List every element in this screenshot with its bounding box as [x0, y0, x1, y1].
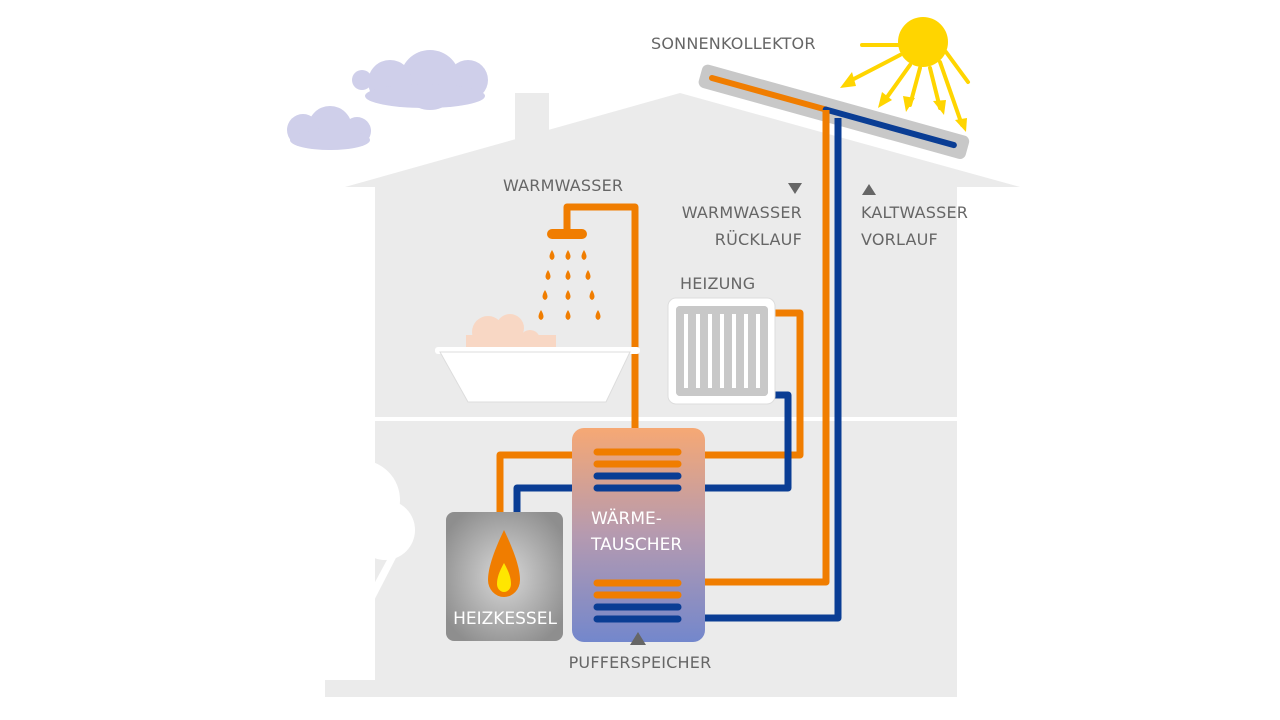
sun-icon: [840, 17, 970, 132]
buffer-label: PUFFERSPEICHER: [569, 653, 712, 672]
radiator-icon: [667, 297, 776, 405]
solar-collector: [698, 64, 970, 159]
triangle-down-icon: [788, 183, 802, 194]
return-label-1: WARMWASSER: [682, 203, 802, 222]
heat-coil-top: [593, 448, 682, 492]
hot-pipe-heating: [700, 309, 804, 459]
floor-divider: [375, 417, 957, 421]
return-label-2: RÜCKLAUF: [715, 230, 802, 249]
cold-pipe-heating: [700, 391, 792, 492]
triangle-up-icon: [862, 184, 876, 195]
bathtub-icon: [435, 314, 640, 403]
collector-label: SONNENKOLLEKTOR: [651, 34, 816, 53]
hot-pipe-boiler: [496, 451, 578, 515]
boiler-label: HEIZKESSEL: [453, 609, 557, 629]
exchanger-label-2: TAUSCHER: [590, 535, 682, 555]
hot-pipe-shower: [563, 203, 639, 432]
cloud-icon: [287, 106, 371, 150]
cold-pipe-boiler: [513, 484, 578, 515]
supply-label-2: VORLAUF: [861, 230, 938, 249]
heat-coil-bottom: [593, 579, 682, 623]
triangle-up-icon: [630, 632, 646, 645]
supply-label-1: KALTWASSER: [861, 203, 968, 222]
heating-label: HEIZUNG: [680, 274, 755, 293]
hot-pipe-collector: [700, 110, 830, 586]
hot-water-label: WARMWASSER: [503, 176, 623, 195]
boiler: HEIZKESSEL: [446, 512, 563, 641]
cold-pipe-collector: [700, 118, 842, 622]
tree-icon: [300, 460, 415, 680]
shower-icon: [538, 229, 601, 320]
buffer-tank: WÄRME- TAUSCHER: [572, 428, 705, 645]
exchanger-label-1: WÄRME-: [591, 508, 662, 529]
cloud-icon: [352, 50, 488, 110]
water-drops: [538, 250, 601, 320]
